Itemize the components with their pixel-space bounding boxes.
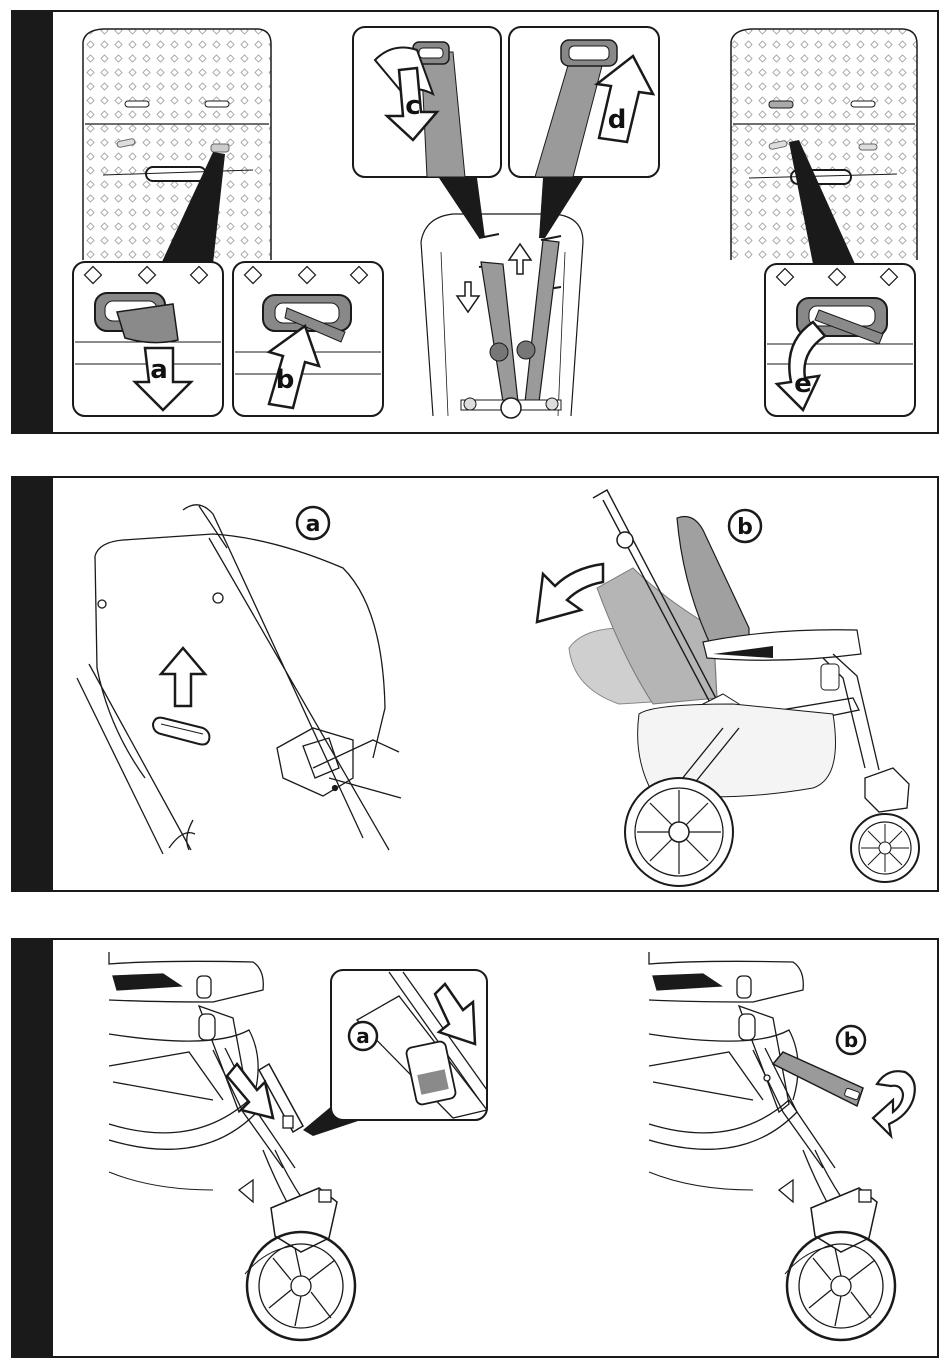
recline-illustration: a bbox=[13, 478, 939, 892]
label-b-circle: b bbox=[729, 510, 761, 542]
brake-pedal-raised bbox=[773, 1052, 863, 1106]
stroller-recline bbox=[569, 490, 919, 886]
front-leg-right bbox=[649, 952, 895, 1340]
seat-back-left bbox=[83, 29, 271, 264]
inset-brake-lock: a bbox=[331, 970, 487, 1120]
inset-step-d: d bbox=[509, 27, 659, 177]
rotate-back-arrow-icon bbox=[537, 564, 603, 622]
seat-back-right bbox=[731, 29, 917, 264]
seat-back-centre bbox=[421, 178, 583, 418]
brake-illustration: a bbox=[13, 940, 939, 1358]
step-label-d: d bbox=[608, 105, 627, 135]
svg-text:b: b bbox=[844, 1028, 858, 1052]
step-label-b: b bbox=[276, 365, 295, 395]
inset-step-b: b bbox=[233, 262, 383, 416]
panel-harness-adjustment: a b bbox=[11, 10, 939, 434]
panel-seat-recline: a bbox=[11, 476, 939, 892]
label-b-circle: b bbox=[837, 1026, 865, 1054]
step-label-a: a bbox=[150, 355, 168, 385]
inset-step-c: c bbox=[353, 27, 501, 177]
rotate-arrow-icon bbox=[873, 1071, 915, 1136]
panel-brake-lock: a bbox=[11, 938, 939, 1358]
harness-illustration: a b bbox=[13, 12, 939, 434]
inset-step-e: e bbox=[765, 264, 915, 416]
handle-grip bbox=[153, 718, 209, 745]
label-a-circle: a bbox=[297, 507, 329, 539]
svg-text:a: a bbox=[306, 512, 321, 537]
step-label-c: c bbox=[405, 91, 420, 121]
label-a: a bbox=[356, 1024, 370, 1048]
step-label-e: e bbox=[794, 369, 812, 399]
arrow-up-icon bbox=[161, 648, 205, 706]
inset-step-a: a bbox=[73, 262, 223, 416]
svg-text:b: b bbox=[737, 515, 753, 540]
recline-handle-closeup bbox=[77, 505, 401, 854]
front-leg-left bbox=[109, 952, 355, 1340]
